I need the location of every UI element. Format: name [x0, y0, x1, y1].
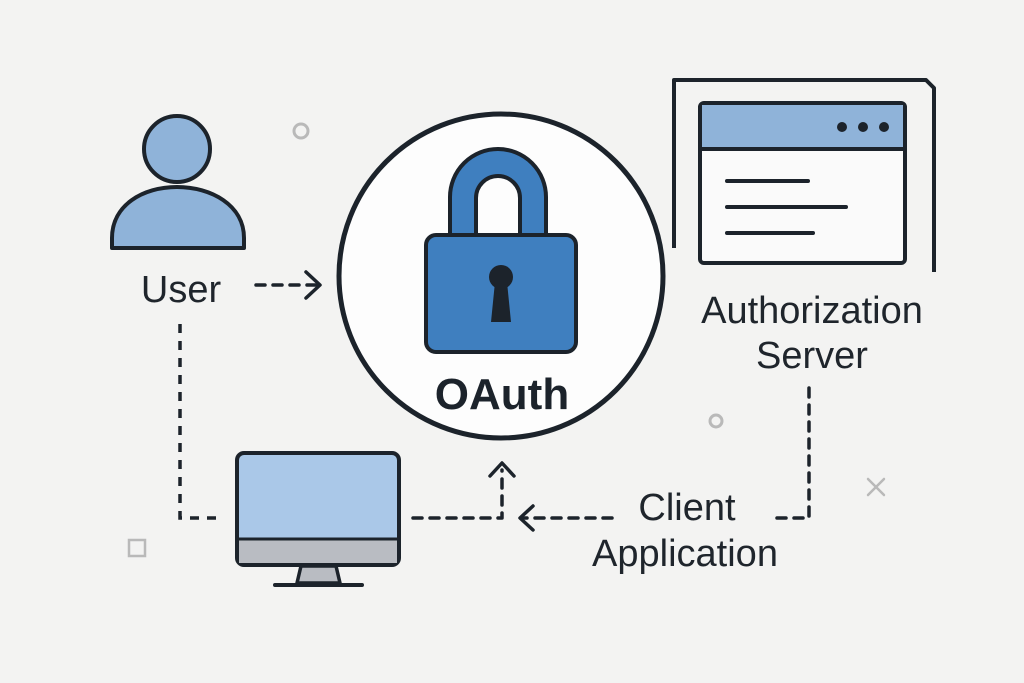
user-label: User [141, 269, 222, 311]
oauth-label: OAuth [435, 370, 569, 419]
arrow-client-to-oauth [411, 461, 516, 520]
client-label-line1: Client [638, 487, 736, 529]
auth-server-label-line1: Authorization [701, 290, 923, 332]
connector-user-to-client [178, 324, 218, 520]
padlock-icon [424, 147, 578, 354]
client-label-line2: Application [592, 533, 778, 575]
decor-square [127, 538, 147, 558]
user-icon [110, 114, 246, 250]
browser-window-icon [672, 78, 936, 272]
auth-server-label-line2: Server [756, 335, 868, 377]
desktop-monitor-icon [235, 451, 401, 587]
decor-circle-top [292, 122, 310, 140]
decor-cross [866, 477, 886, 497]
arrow-user-to-oauth [254, 270, 322, 300]
decor-circle-mid [708, 413, 724, 429]
arrow-server-to-client [518, 386, 811, 532]
